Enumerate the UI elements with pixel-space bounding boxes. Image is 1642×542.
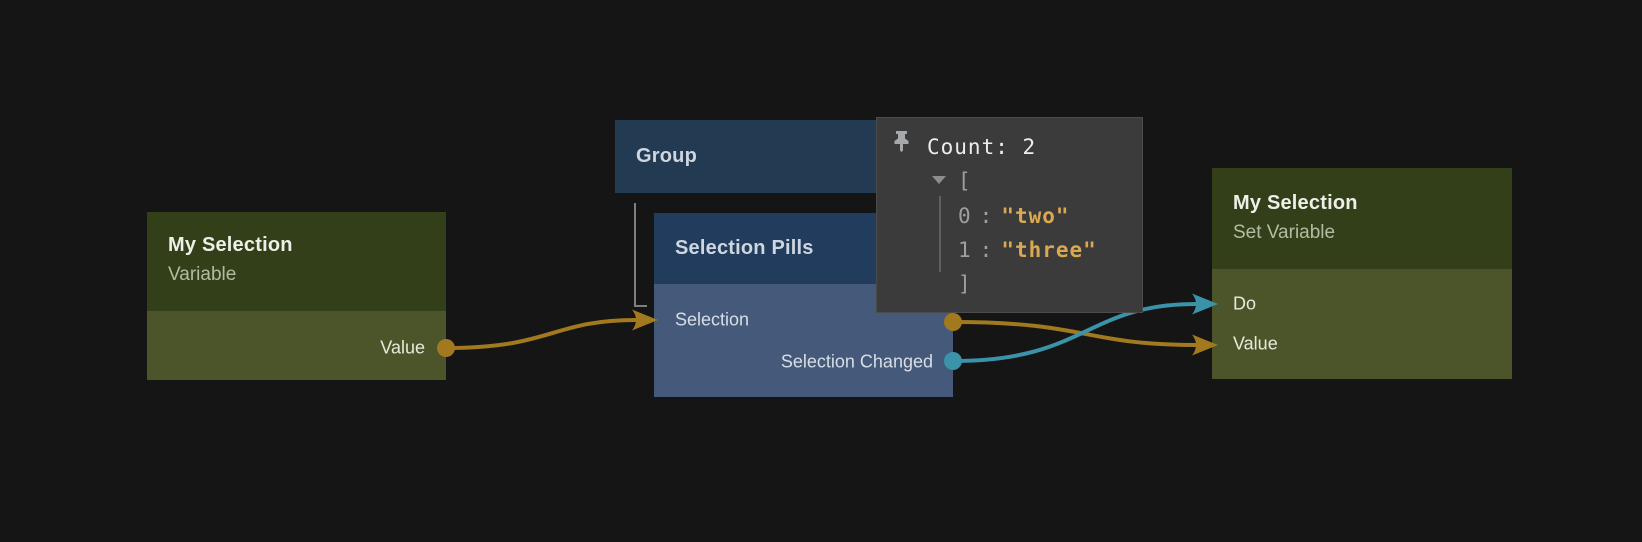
wire-selection-changed-to-do[interactable]	[953, 302, 1197, 363]
arrowhead-do-input[interactable]	[1192, 293, 1218, 315]
port-label-do-input[interactable]: Do	[1233, 293, 1257, 314]
node-title: My Selection	[168, 234, 293, 256]
node-group-header: Group	[615, 120, 880, 193]
node-subtitle: Variable	[168, 264, 237, 285]
node-group[interactable]: Group	[615, 120, 880, 193]
port-variable-value-output[interactable]	[437, 339, 455, 357]
triangle-down-icon[interactable]	[932, 176, 946, 184]
node-variable-header: My Selection Variable	[147, 212, 446, 311]
node-title: Selection Pills	[675, 237, 814, 259]
wire-value-to-selection[interactable]	[446, 318, 637, 350]
arrowhead-value-input[interactable]	[1192, 334, 1218, 356]
port-selection-output[interactable]	[944, 313, 962, 331]
port-label-selection-changed-output[interactable]: Selection Changed	[780, 351, 933, 372]
port-label-value-output[interactable]: Value	[380, 337, 425, 358]
array-item-index: 0	[958, 204, 972, 228]
pin-icon[interactable]	[892, 130, 911, 157]
array-item: 1: "three"	[958, 238, 1097, 262]
node-variable[interactable]: My Selection Variable Value	[147, 212, 446, 380]
array-close-bracket: ]	[958, 272, 972, 296]
wire-selection-to-value[interactable]	[953, 320, 1197, 347]
array-item-value: "three"	[1001, 238, 1097, 262]
array-guide-line	[939, 196, 941, 272]
arrowhead-selection-input[interactable]	[632, 309, 658, 331]
value-inspector-popup: Count: 2 [ 0: "two" 1: "three" ]	[876, 117, 1143, 313]
node-set-variable-body: Do Value	[1212, 269, 1512, 379]
port-label-value-input[interactable]: Value	[1233, 333, 1278, 354]
group-child-connector	[634, 203, 647, 307]
count-label: Count: 2	[927, 135, 1037, 159]
array-item-value: "two"	[1001, 204, 1070, 228]
node-set-variable[interactable]: My Selection Set Variable Do Value	[1212, 168, 1512, 379]
node-variable-body: Value	[147, 311, 446, 380]
array-item: 0: "two"	[958, 204, 1070, 228]
port-selection-changed-output[interactable]	[944, 352, 962, 370]
array-open-bracket: [	[958, 169, 972, 193]
array-item-index: 1	[958, 238, 972, 262]
array-item-separator: :	[979, 204, 994, 228]
node-set-variable-header: My Selection Set Variable	[1212, 168, 1512, 269]
node-title: My Selection	[1233, 192, 1358, 214]
port-label-selection-input[interactable]: Selection	[675, 309, 750, 330]
node-title: Group	[636, 145, 697, 167]
node-subtitle: Set Variable	[1233, 222, 1336, 243]
array-item-separator: :	[979, 238, 994, 262]
